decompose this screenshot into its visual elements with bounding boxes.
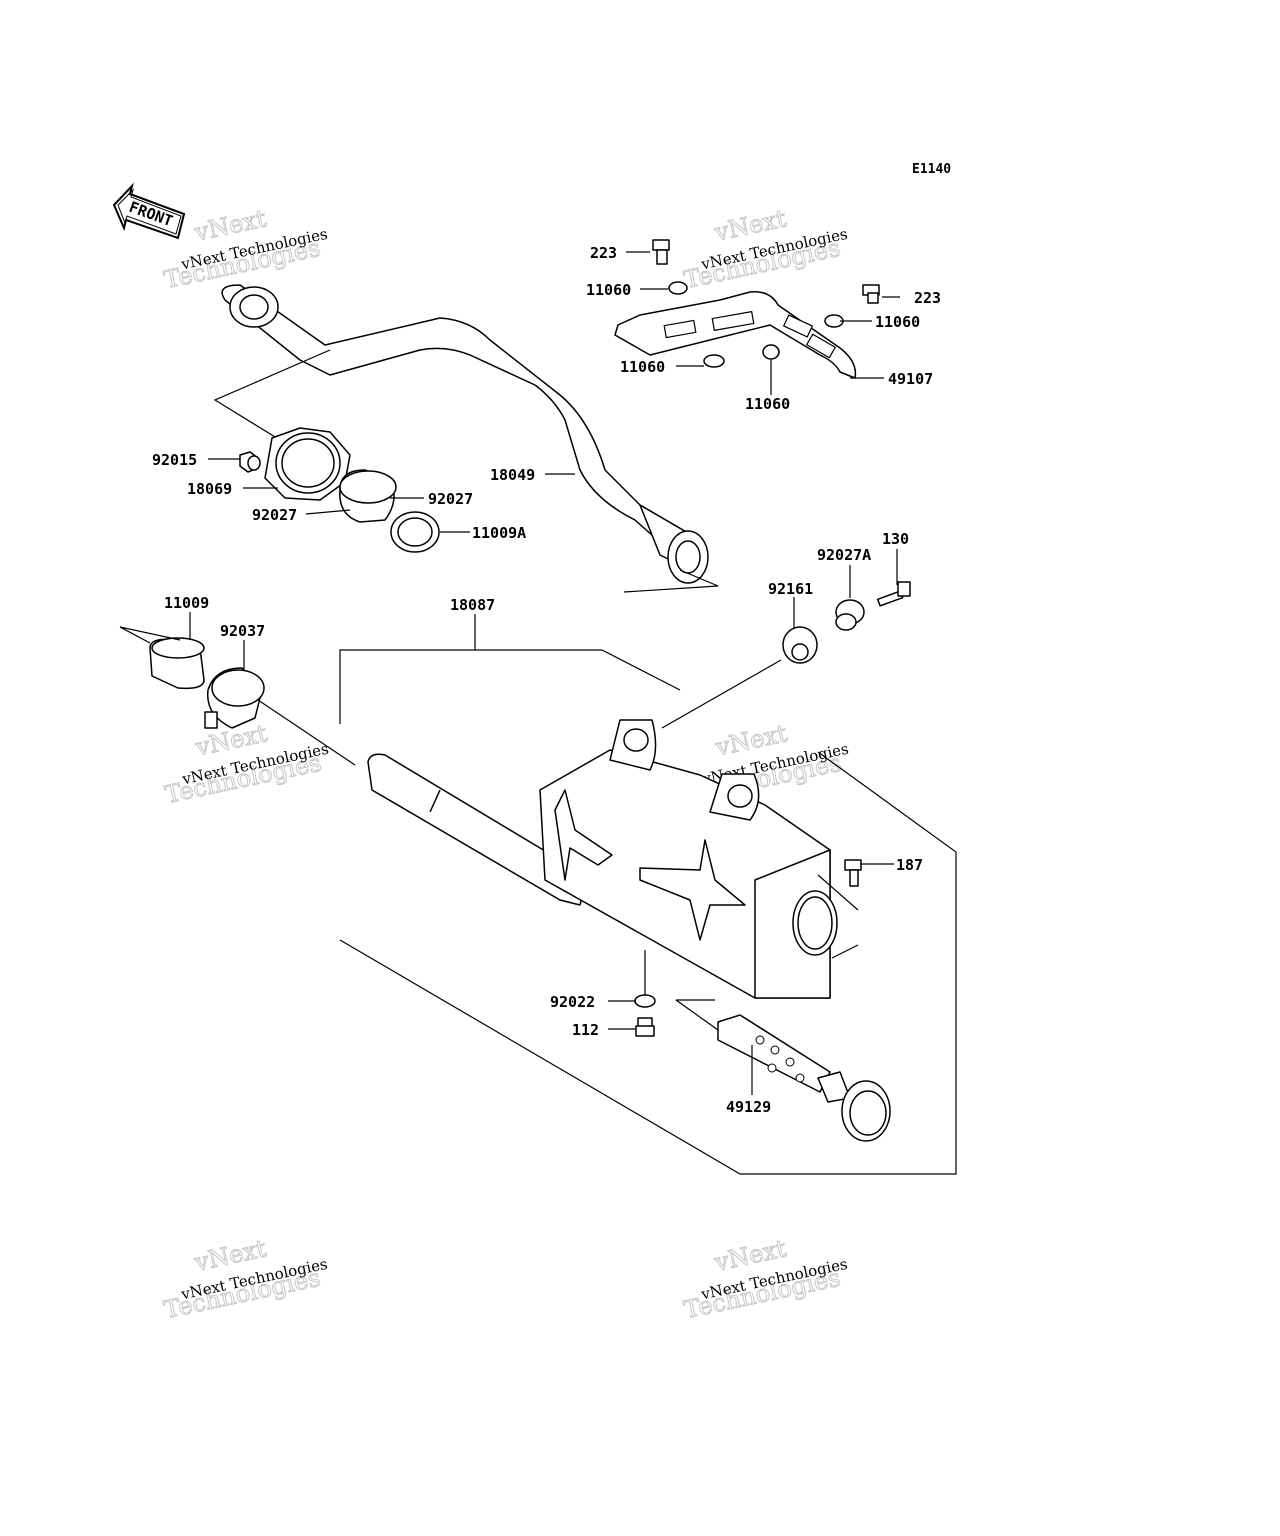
label-11060-b: 11060 xyxy=(875,313,920,331)
bolt-130 xyxy=(876,581,911,607)
watermark-bottom-right: vNext Technologies vNext Technologies xyxy=(681,1234,849,1325)
front-arrow-icon: FRONT xyxy=(112,182,186,240)
label-18069: 18069 xyxy=(187,480,232,498)
label-11009A: 11009A xyxy=(472,524,526,542)
label-130: 130 xyxy=(882,530,909,548)
label-112: 112 xyxy=(572,1021,599,1039)
muffler-18087 xyxy=(367,719,838,999)
label-187: 187 xyxy=(896,856,923,874)
label-92161: 92161 xyxy=(768,580,813,598)
label-49107: 49107 xyxy=(888,370,933,388)
heat-guard-49107 xyxy=(614,291,857,379)
label-92037: 92037 xyxy=(220,622,265,640)
label-18087: 18087 xyxy=(450,596,495,614)
label-223-top: 223 xyxy=(590,244,617,262)
label-11060-a: 11060 xyxy=(586,281,631,299)
washer-92022 xyxy=(634,994,656,1008)
nut-92015 xyxy=(239,451,261,473)
gasket-11009A xyxy=(390,511,440,553)
bolt-187 xyxy=(844,859,862,887)
label-92015: 92015 xyxy=(152,451,197,469)
watermark-top-left: vNext Technologies vNext Technologies xyxy=(161,204,329,295)
collar-92027A xyxy=(835,599,865,631)
label-92027-b: 92027 xyxy=(428,490,473,508)
label-11009: 11009 xyxy=(164,594,209,612)
label-11060-d: 11060 xyxy=(745,395,790,413)
label-92022: 92022 xyxy=(550,993,595,1011)
grommet-92161 xyxy=(782,626,818,664)
bolt-223-top xyxy=(652,239,670,265)
label-11060-c: 11060 xyxy=(620,358,665,376)
label-223-right: 223 xyxy=(914,289,941,307)
washer-11060-d xyxy=(762,344,780,360)
clamp-92037 xyxy=(204,667,265,729)
flange-18069 xyxy=(264,427,351,501)
washer-11060-a xyxy=(668,281,688,295)
label-49129: 49129 xyxy=(726,1098,771,1116)
bolt-223-right xyxy=(862,284,880,304)
watermark-bottom-left: vNext Technologies vNext Technologies xyxy=(161,1234,329,1325)
gasket-92027 xyxy=(339,469,397,523)
label-18049: 18049 xyxy=(490,466,535,484)
label-92027A: 92027A xyxy=(817,546,871,564)
bolt-112 xyxy=(635,1017,655,1037)
diagram-code: E1140 xyxy=(912,162,951,177)
header-pipe-18049 xyxy=(221,284,709,584)
watermark-top-right: vNext Technologies vNext Technologies xyxy=(681,204,849,295)
spark-arrestor-49129 xyxy=(717,1014,891,1142)
label-92027-a: 92027 xyxy=(252,506,297,524)
washer-11060-c xyxy=(703,354,725,368)
gasket-11009 xyxy=(149,637,205,690)
